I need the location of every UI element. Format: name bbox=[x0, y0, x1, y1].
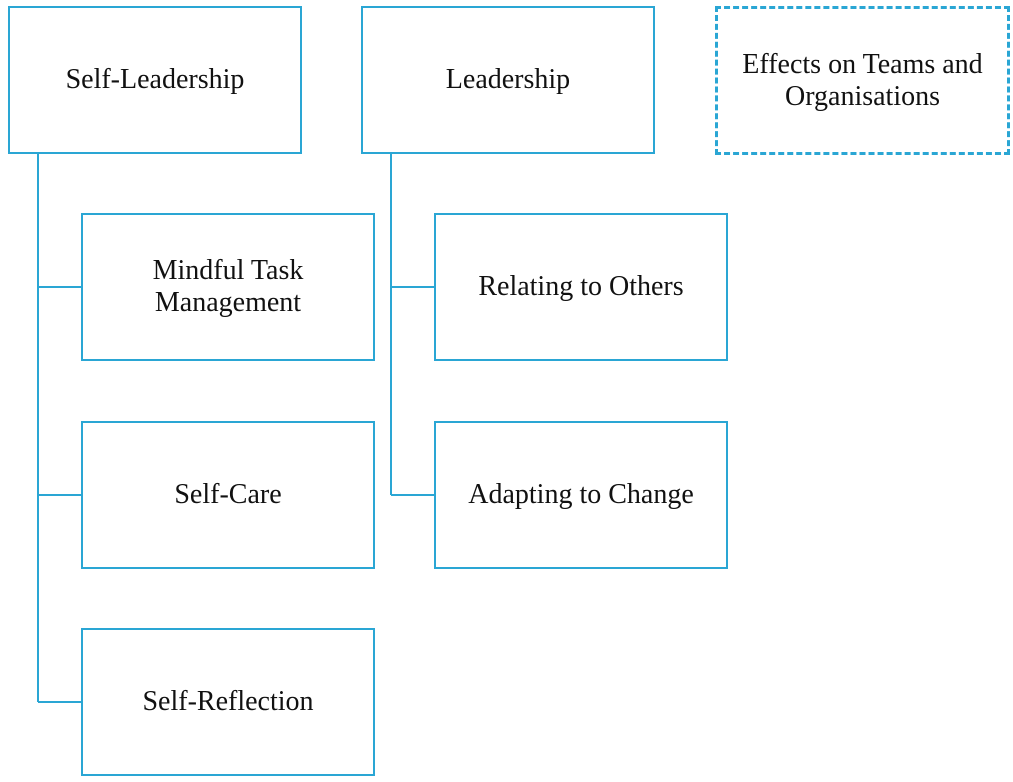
self-reflection-node: Self-Reflection bbox=[81, 628, 375, 776]
self-leadership-node: Self-Leadership bbox=[8, 6, 302, 154]
mindful-task-management-label: Mindful Task Management bbox=[152, 255, 304, 318]
self-reflection-label: Self-Reflection bbox=[142, 686, 314, 717]
leadership-label: Leadership bbox=[445, 64, 571, 95]
self-care-node: Self-Care bbox=[81, 421, 375, 569]
relating-to-others-node: Relating to Others bbox=[434, 213, 728, 361]
adapting-to-change-label: Adapting to Change bbox=[468, 479, 694, 510]
leadership-node: Leadership bbox=[361, 6, 655, 154]
relating-to-others-label: Relating to Others bbox=[478, 271, 684, 302]
effects-on-teams-node: Effects on Teams and Organisations bbox=[715, 6, 1010, 155]
effects-on-teams-label: Effects on Teams and Organisations bbox=[742, 48, 983, 112]
mindful-task-management-node: Mindful Task Management bbox=[81, 213, 375, 361]
self-leadership-label: Self-Leadership bbox=[65, 64, 245, 95]
self-care-label: Self-Care bbox=[174, 479, 282, 510]
adapting-to-change-node: Adapting to Change bbox=[434, 421, 728, 569]
